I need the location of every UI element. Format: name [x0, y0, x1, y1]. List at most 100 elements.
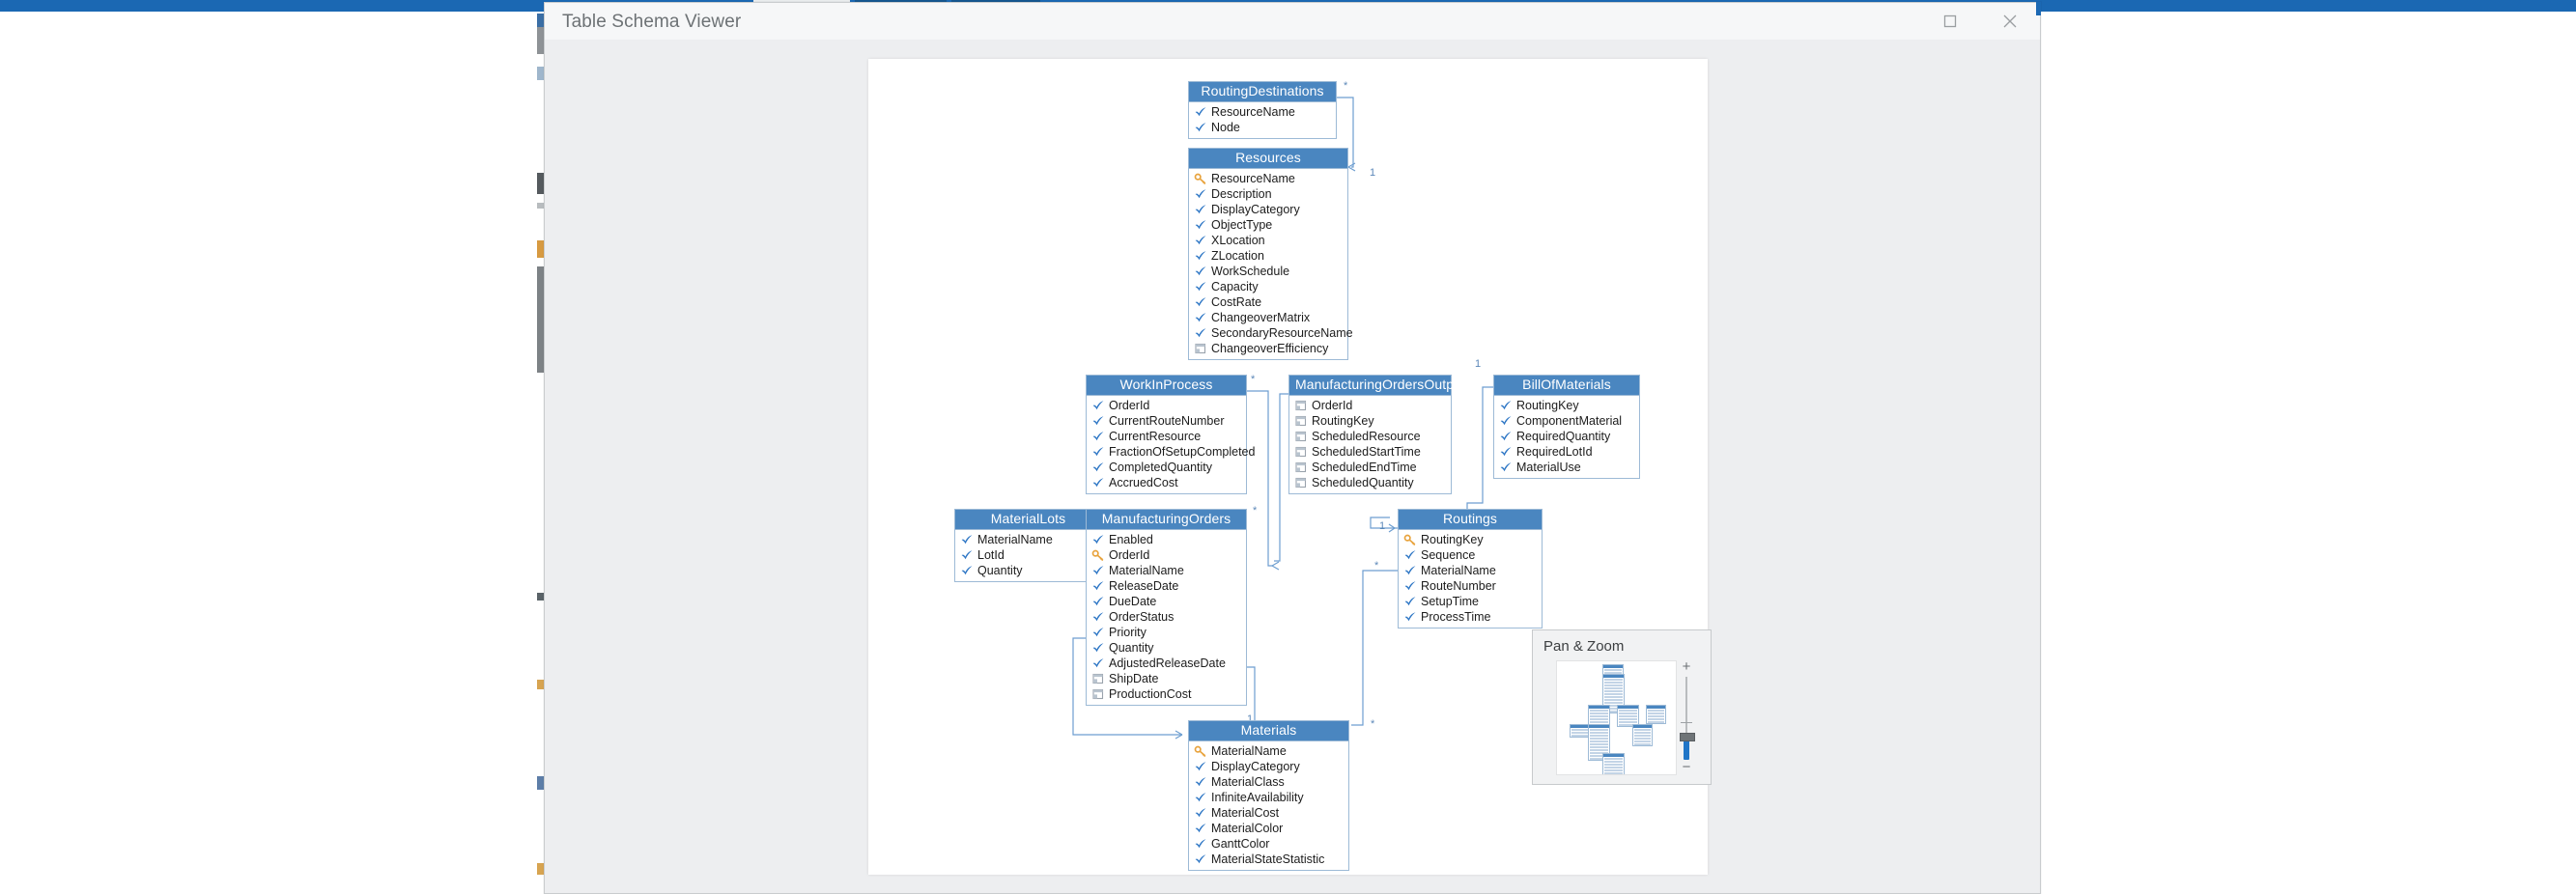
entity-field-row[interactable]: FractionOfSetupCompleted: [1087, 444, 1255, 460]
entity-field-row[interactable]: MaterialName: [1399, 563, 1542, 578]
entity-field-row[interactable]: SetupTime: [1399, 594, 1542, 609]
entity-field-row[interactable]: ScheduledStartTime: [1289, 444, 1451, 460]
entity-field-row[interactable]: OrderId: [1289, 398, 1451, 413]
entity-field-row[interactable]: CurrentResource: [1087, 429, 1246, 444]
entity-field-row[interactable]: GanttColor: [1189, 836, 1348, 852]
entity-field-row[interactable]: Capacity: [1189, 279, 1347, 294]
entity-field-row[interactable]: Priority: [1087, 625, 1246, 640]
pan-zoom-panel[interactable]: Pan & Zoom + −: [1532, 629, 1712, 785]
entity-field-row[interactable]: ScheduledResource: [1289, 429, 1451, 444]
entity-field-row[interactable]: DisplayCategory: [1189, 202, 1347, 217]
entity-field-row[interactable]: AccruedCost: [1087, 475, 1246, 490]
entity-field-row[interactable]: MaterialName: [955, 532, 1101, 547]
entity-field-row[interactable]: ChangeoverEfficiency: [1189, 341, 1347, 356]
checkmark-field-icon: [1092, 643, 1104, 653]
entity-field-row[interactable]: MaterialName: [1189, 743, 1348, 759]
entity-field-row[interactable]: ProductionCost: [1087, 686, 1246, 702]
thumbnail-field-row: [1571, 734, 1589, 737]
entity-field-row[interactable]: WorkSchedule: [1189, 264, 1347, 279]
entity-field-row[interactable]: InfiniteAvailability: [1189, 790, 1348, 805]
entity-field-row[interactable]: MaterialStateStatistic: [1189, 852, 1348, 867]
entity-field-label: ProductionCost: [1109, 687, 1192, 701]
entity-field-row[interactable]: AdjustedReleaseDate: [1087, 656, 1246, 671]
computed-field-icon: [1295, 461, 1307, 473]
entity-field-row[interactable]: ScheduledEndTime: [1289, 460, 1451, 475]
thumbnail-table-header: [1602, 674, 1625, 678]
entity-field-row[interactable]: SecondaryResourceName: [1189, 325, 1353, 341]
entity-table-title: RoutingDestinations: [1189, 82, 1336, 102]
entity-field-label: DisplayCategory: [1211, 203, 1300, 216]
entity-field-label: CompletedQuantity: [1109, 461, 1213, 474]
entity-field-row[interactable]: ReleaseDate: [1087, 578, 1246, 594]
checkmark-field-icon: [1092, 447, 1104, 457]
checkmark-field-icon: [1092, 658, 1104, 668]
entity-field-label: ProcessTime: [1421, 610, 1491, 624]
entity-field-row[interactable]: ResourceName: [1189, 104, 1336, 120]
entity-field-row[interactable]: CompletedQuantity: [1087, 460, 1246, 475]
zoom-in-button[interactable]: +: [1682, 658, 1691, 675]
entity-field-row[interactable]: RoutingKey: [1289, 413, 1451, 429]
entity-field-row[interactable]: CostRate: [1189, 294, 1347, 310]
entity-field-row[interactable]: RouteNumber: [1399, 578, 1542, 594]
thumbnail-field-row: [1589, 740, 1609, 742]
entity-field-row[interactable]: ScheduledQuantity: [1289, 475, 1451, 490]
entity-field-row[interactable]: Node: [1189, 120, 1336, 135]
entity-field-row[interactable]: Enabled: [1087, 532, 1246, 547]
entity-field-row[interactable]: MaterialClass: [1189, 774, 1348, 790]
entity-field-label: AdjustedReleaseDate: [1109, 657, 1226, 670]
entity-field-row[interactable]: Quantity: [955, 563, 1101, 578]
entity-field-label: XLocation: [1211, 234, 1265, 247]
zoom-slider-track[interactable]: [1685, 677, 1687, 760]
entity-field-row[interactable]: XLocation: [1189, 233, 1347, 248]
zoom-slider-handle[interactable]: [1680, 733, 1695, 741]
checkmark-field-icon: [1195, 313, 1206, 322]
entity-field-row[interactable]: MaterialName: [1087, 563, 1246, 578]
maximize-button[interactable]: [1920, 3, 1980, 40]
entity-field-row[interactable]: DisplayCategory: [1189, 759, 1348, 774]
window-titlebar[interactable]: Table Schema Viewer: [545, 2, 2041, 40]
entity-field-row[interactable]: MaterialColor: [1189, 821, 1348, 836]
entity-field-row[interactable]: OrderStatus: [1087, 609, 1246, 625]
entity-field-row[interactable]: Quantity: [1087, 640, 1246, 656]
entity-field-row[interactable]: ComponentMaterial: [1494, 413, 1639, 429]
entity-field-row[interactable]: ResourceName: [1189, 171, 1347, 186]
entity-field-row[interactable]: Description: [1189, 186, 1347, 202]
pan-zoom-thumbnail[interactable]: [1556, 660, 1677, 775]
entity-field-row[interactable]: MaterialUse: [1494, 460, 1639, 475]
thumbnail-field-row: [1603, 763, 1624, 766]
zoom-slider[interactable]: + −: [1676, 658, 1697, 775]
entity-field-row[interactable]: ZLocation: [1189, 248, 1347, 264]
entity-field-row[interactable]: MaterialCost: [1189, 805, 1348, 821]
entity-field-row[interactable]: ShipDate: [1087, 671, 1246, 686]
entity-field-label: Quantity: [977, 564, 1023, 577]
close-button[interactable]: [1980, 3, 2040, 40]
entity-field-row[interactable]: RequiredLotId: [1494, 444, 1639, 460]
entity-field-row[interactable]: ProcessTime: [1399, 609, 1542, 625]
entity-field-label: Sequence: [1421, 548, 1476, 562]
computed-field-icon: [1092, 688, 1104, 700]
checkmark-field-icon: [1404, 566, 1416, 575]
entity-field-row[interactable]: ChangeoverMatrix: [1189, 310, 1347, 325]
entity-field-row[interactable]: RoutingKey: [1494, 398, 1639, 413]
entity-field-row[interactable]: OrderId: [1087, 398, 1246, 413]
entity-field-row[interactable]: RoutingKey: [1399, 532, 1542, 547]
entity-field-row[interactable]: RequiredQuantity: [1494, 429, 1639, 444]
entity-field-row[interactable]: CurrentRouteNumber: [1087, 413, 1246, 429]
entity-field-row[interactable]: Sequence: [1399, 547, 1542, 563]
thumbnail-table: [1616, 705, 1640, 728]
entity-field-row[interactable]: DueDate: [1087, 594, 1246, 609]
entity-field-row[interactable]: ObjectType: [1189, 217, 1347, 233]
zoom-out-button[interactable]: −: [1682, 759, 1691, 775]
entity-field-row[interactable]: OrderId: [1087, 547, 1246, 563]
thumbnail-field-row: [1603, 684, 1624, 686]
entity-field-row[interactable]: LotId: [955, 547, 1101, 563]
